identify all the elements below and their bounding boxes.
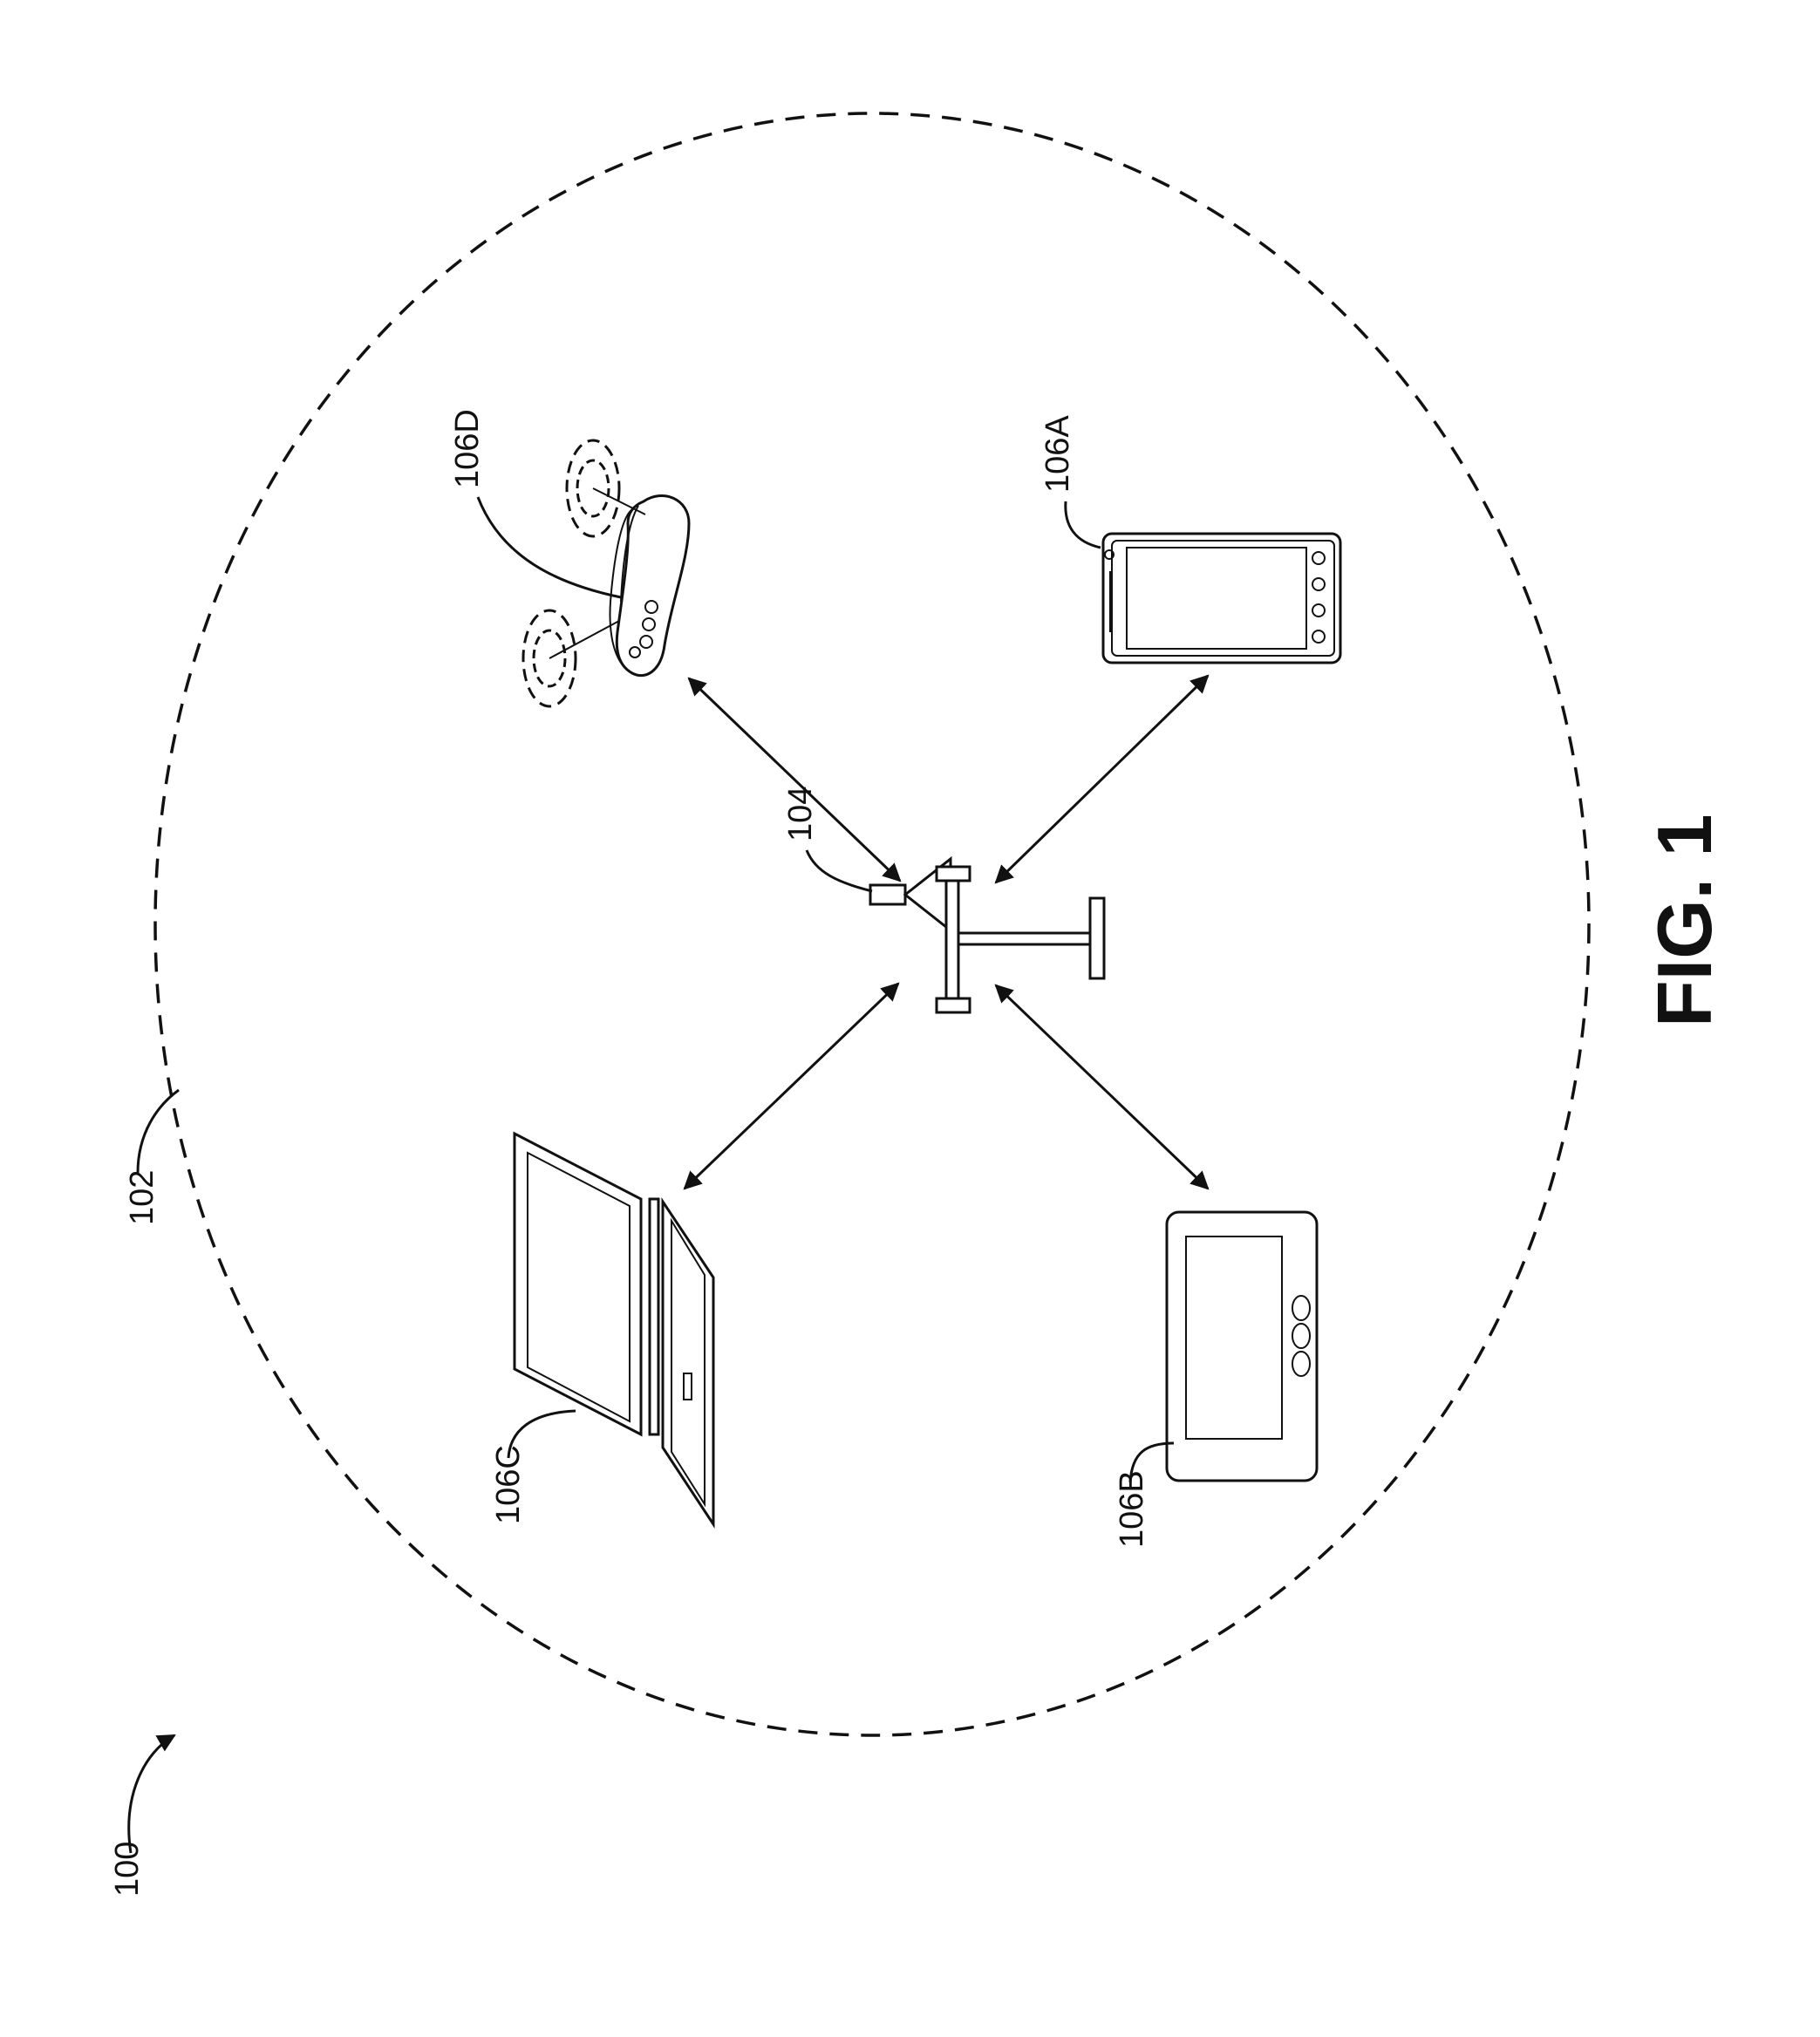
access-point-label: 104 xyxy=(782,787,819,841)
device-c-icon xyxy=(515,1134,713,1524)
network-label: 102 xyxy=(124,1170,160,1225)
device-d-label: 106D xyxy=(449,409,486,488)
link-device-c xyxy=(685,984,898,1189)
device-a-leader xyxy=(1066,501,1101,548)
access-point-cap-top xyxy=(937,867,970,881)
system-ref-arrow xyxy=(129,1735,174,1853)
device-a-ref: 106A xyxy=(1040,415,1101,548)
device-c-base xyxy=(663,1202,713,1524)
figure-caption: FIG. 1 xyxy=(1641,814,1728,1028)
access-point-cap-bottom xyxy=(937,998,970,1012)
device-b-label: 106B xyxy=(1114,1470,1150,1548)
network-boundary xyxy=(155,113,1589,1735)
system-ref: 100 xyxy=(109,1735,174,1897)
access-point-icon xyxy=(870,859,1104,1012)
network-leader xyxy=(138,1090,179,1173)
access-point-base xyxy=(1090,898,1104,978)
access-point-bar xyxy=(946,872,958,1007)
access-point-ref: 104 xyxy=(782,787,872,891)
link-device-b xyxy=(996,985,1208,1189)
device-c-label: 106C xyxy=(490,1445,527,1524)
link-device-a xyxy=(996,676,1208,882)
device-d-leader xyxy=(478,497,621,597)
link-device-d xyxy=(689,678,900,881)
device-c-hinge xyxy=(650,1199,658,1434)
device-a-label: 106A xyxy=(1040,415,1076,493)
access-point-tip xyxy=(870,885,905,904)
device-c-ref: 106C xyxy=(490,1411,576,1524)
device-b-icon xyxy=(1167,1212,1317,1481)
device-b-ref: 106B xyxy=(1114,1443,1174,1548)
access-point-leader xyxy=(807,850,872,891)
device-b-body xyxy=(1167,1212,1317,1481)
device-d-body xyxy=(617,495,689,675)
system-label: 100 xyxy=(109,1842,146,1897)
device-a-icon xyxy=(1103,534,1340,663)
device-a-body xyxy=(1103,534,1340,663)
device-d-ref: 106D xyxy=(449,409,621,597)
network-area: 102 xyxy=(124,113,1589,1735)
